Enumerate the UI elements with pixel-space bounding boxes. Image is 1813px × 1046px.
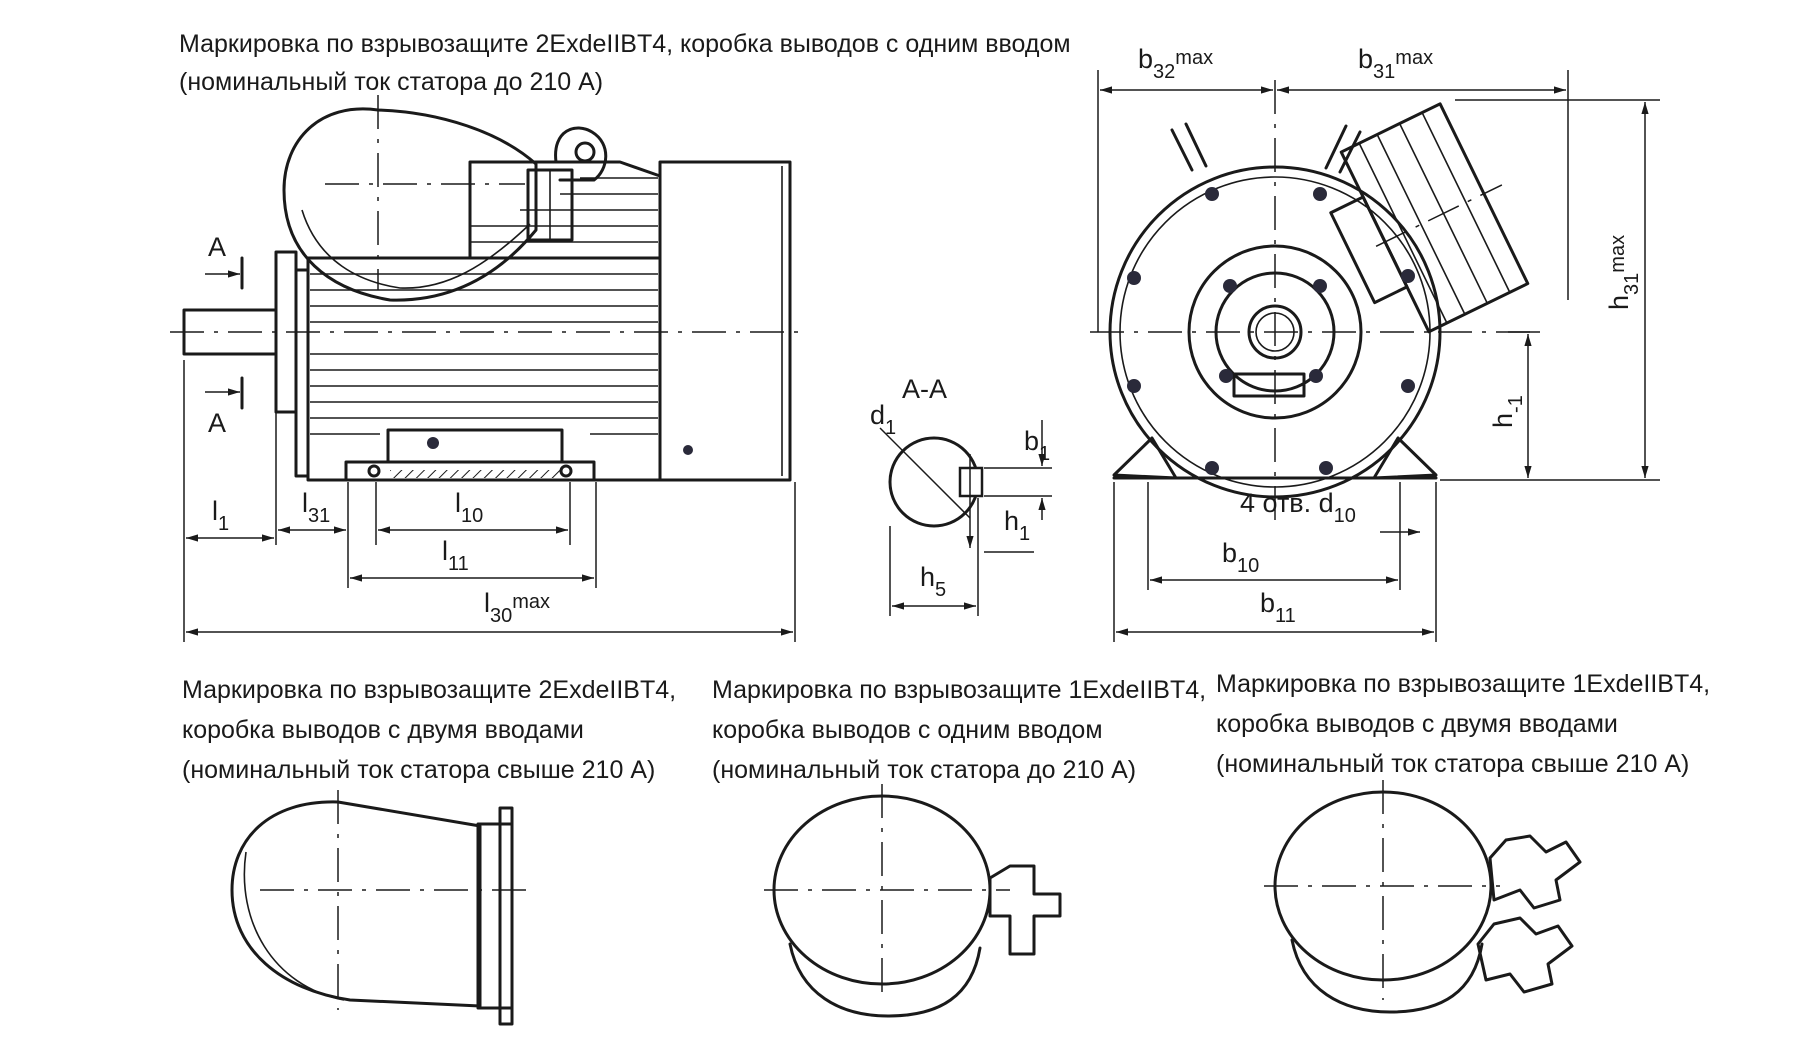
terminal-box-variant-1	[230, 800, 482, 1008]
dim-h-1: h-1	[1488, 395, 1527, 428]
v2-caption-line-1: Маркировка по взрывозащите 1ExdeIIBT4,	[712, 676, 1206, 704]
variant-two-entries-1exde: Маркировка по взрывозащите 1ExdeIIBT4, к…	[1216, 670, 1710, 1014]
dim-l31: l31	[302, 488, 330, 527]
dim-b31max: b31max	[1358, 44, 1433, 83]
front-view: b32max b31max h31max h-1 4 отв. d10 b10 …	[1090, 44, 1660, 642]
section-mark-bottom: А	[208, 408, 226, 438]
terminal-box	[282, 107, 538, 302]
dim-b11: b11	[1260, 588, 1296, 627]
dim-b10: b10	[1222, 538, 1259, 577]
cable-gland-upper	[1488, 834, 1582, 910]
dim-l1: l1	[212, 496, 229, 535]
dim-b1: b1	[1024, 426, 1050, 465]
end-shield	[1187, 244, 1363, 420]
dim-h1: h1	[1004, 506, 1030, 545]
v2-caption-line-3: (номинальный ток статора до 210 А)	[712, 756, 1136, 784]
dim-l11: l11	[442, 536, 469, 575]
keyway	[958, 466, 984, 498]
terminal-box-front	[1329, 102, 1530, 334]
main-caption-line-2: (номинальный ток статора до 210 А)	[179, 68, 603, 96]
v1-caption-line-3: (номинальный ток статора свыше 210 А)	[182, 756, 655, 784]
lifting-eye	[554, 126, 608, 182]
cable-gland-lower	[1476, 916, 1574, 994]
main-caption: Маркировка по взрывозащите 2ExdeIIBT4, к…	[179, 30, 1071, 96]
dim-l10: l10	[455, 488, 483, 527]
v3-caption-line-1: Маркировка по взрывозащите 1ExdeIIBT4,	[1216, 670, 1710, 698]
variant-one-entry-1exde: Маркировка по взрывозащите 1ExdeIIBT4, к…	[712, 676, 1206, 1018]
section-mark-top: А	[208, 232, 226, 262]
cooling-fins	[310, 177, 658, 435]
section-title: А-А	[902, 374, 947, 404]
dim-h5: h5	[920, 562, 946, 601]
v2-caption-line-2: коробка выводов с одним вводом	[712, 716, 1103, 744]
main-caption-line-1: Маркировка по взрывозащите 2ExdeIIBT4, к…	[179, 30, 1071, 58]
cable-gland-variant-2	[988, 864, 1062, 956]
fan-cowl	[658, 160, 792, 482]
v3-caption-line-2: коробка выводов с двумя вводами	[1216, 710, 1618, 738]
dim-holes-d10: 4 отв. d10	[1240, 488, 1356, 527]
variant-two-entries-2exde: Маркировка по взрывозащите 2ExdeIIBT4, к…	[182, 676, 676, 1026]
dim-l30max: l30max	[484, 588, 550, 627]
shaft-section: А-А d1 b1 h1 h5	[870, 374, 1052, 616]
side-view: А А l1 l31 l10 l11 l30max	[170, 95, 805, 642]
v1-caption-line-2: коробка выводов с двумя вводами	[182, 716, 584, 744]
v1-caption-line-1: Маркировка по взрывозащите 2ExdeIIBT4,	[182, 676, 676, 704]
dim-d1: d1	[870, 400, 896, 439]
bolt-icon	[683, 445, 693, 455]
front-shield	[294, 268, 310, 478]
bolt-icon	[1127, 187, 1415, 475]
dim-h31max: h31max	[1604, 235, 1643, 310]
section-arrow-icon	[205, 256, 244, 410]
v3-caption-line-3: (номинальный ток статора свыше 210 А)	[1216, 750, 1689, 778]
dim-b32max: b32max	[1138, 44, 1213, 83]
lifting-lug	[1170, 122, 1208, 172]
